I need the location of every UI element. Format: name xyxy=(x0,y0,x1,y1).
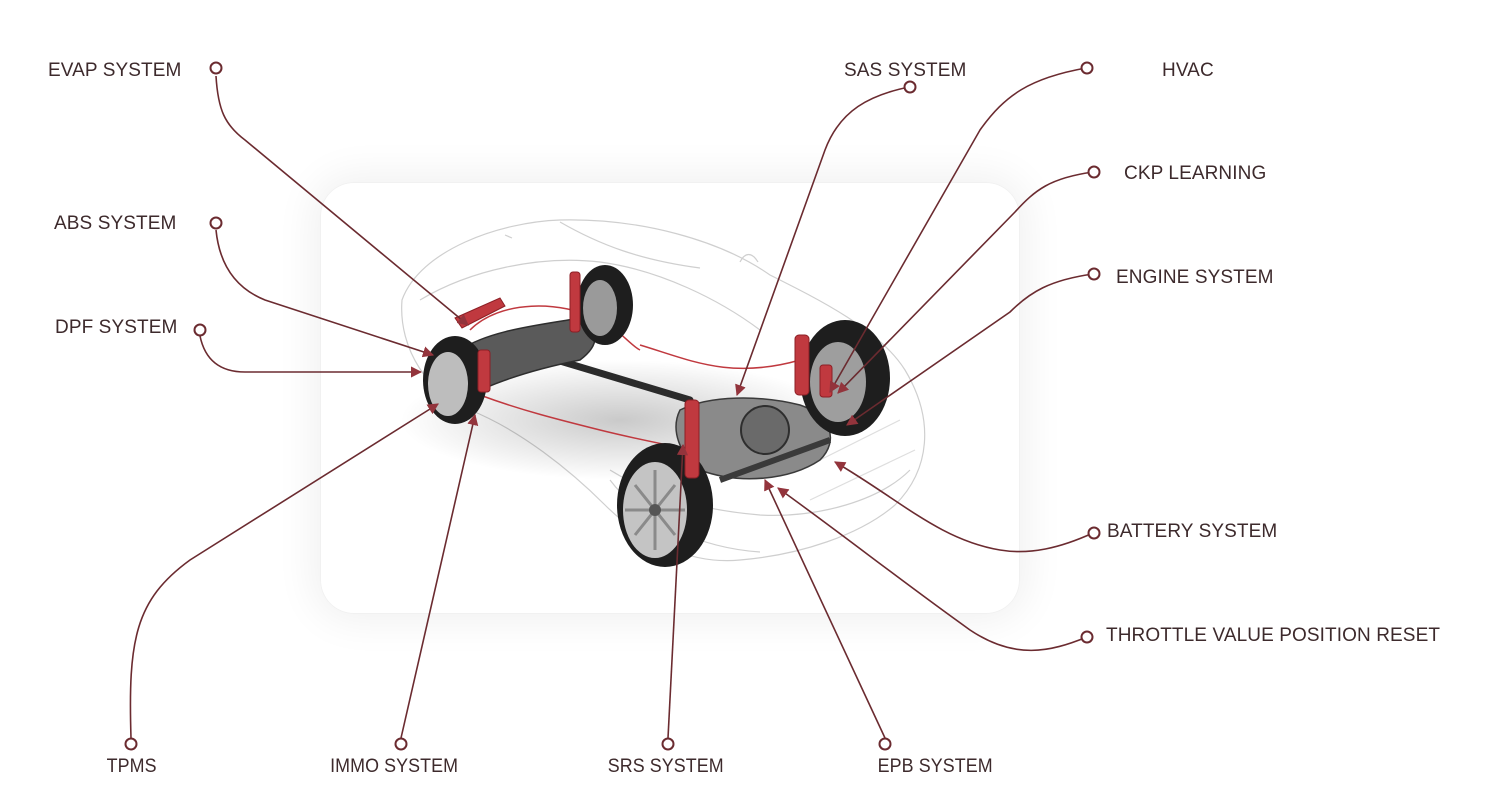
label-immo-system: IMMO SYSTEM xyxy=(330,756,459,777)
marker-srs xyxy=(661,737,675,751)
connector-abs xyxy=(215,229,435,358)
marker-battery xyxy=(1087,526,1101,540)
connector-throttle xyxy=(777,487,1088,652)
label-epb-system: EPB SYSTEM xyxy=(877,756,993,777)
callout-markers xyxy=(124,61,1101,751)
wheel-rear-right xyxy=(577,265,633,345)
marker-dpf xyxy=(193,323,207,337)
label-throttle-reset: THROTTLE VALUE POSITION RESET xyxy=(1106,625,1441,646)
label-battery-system: BATTERY SYSTEM xyxy=(1107,521,1278,542)
marker-sas xyxy=(903,80,917,94)
connector-tpms xyxy=(129,403,439,739)
connector-battery xyxy=(834,461,1094,553)
connector-epb xyxy=(764,478,886,739)
connector-hvac xyxy=(829,67,1087,393)
label-engine-system: ENGINE SYSTEM xyxy=(1116,267,1274,288)
flywheel xyxy=(740,405,790,455)
wheel-front-right xyxy=(800,320,890,436)
connector-evap xyxy=(215,75,469,326)
marker-ckp xyxy=(1087,165,1101,179)
label-srs-system: SRS SYSTEM xyxy=(607,756,724,777)
car-illustration xyxy=(400,219,926,567)
front-crossmember xyxy=(718,437,832,483)
connector-ckp xyxy=(837,171,1094,394)
connector-dpf xyxy=(199,335,423,378)
marker-throttle xyxy=(1080,630,1094,644)
connector-srs xyxy=(667,443,689,739)
marker-evap xyxy=(209,61,223,75)
wheel-rear-left xyxy=(423,336,487,424)
label-hvac: HVAC xyxy=(1162,60,1214,81)
label-abs-system: ABS SYSTEM xyxy=(54,213,177,234)
marker-abs xyxy=(209,216,223,230)
marker-tpms xyxy=(124,737,138,751)
marker-epb xyxy=(878,737,892,751)
marker-immo xyxy=(394,737,408,751)
connector-immo xyxy=(400,413,479,739)
connector-engine xyxy=(846,273,1094,426)
label-tpms: TPMS xyxy=(106,756,157,777)
label-dpf-system: DPF SYSTEM xyxy=(55,317,178,338)
label-sas-system: SAS SYSTEM xyxy=(844,60,967,81)
marker-hvac xyxy=(1080,61,1094,75)
label-ckp-learning: CKP LEARNING xyxy=(1124,163,1267,184)
connector-lines xyxy=(129,67,1094,739)
marker-engine xyxy=(1087,267,1101,281)
connector-sas xyxy=(735,86,910,397)
label-evap-system: EVAP SYSTEM xyxy=(48,60,182,81)
